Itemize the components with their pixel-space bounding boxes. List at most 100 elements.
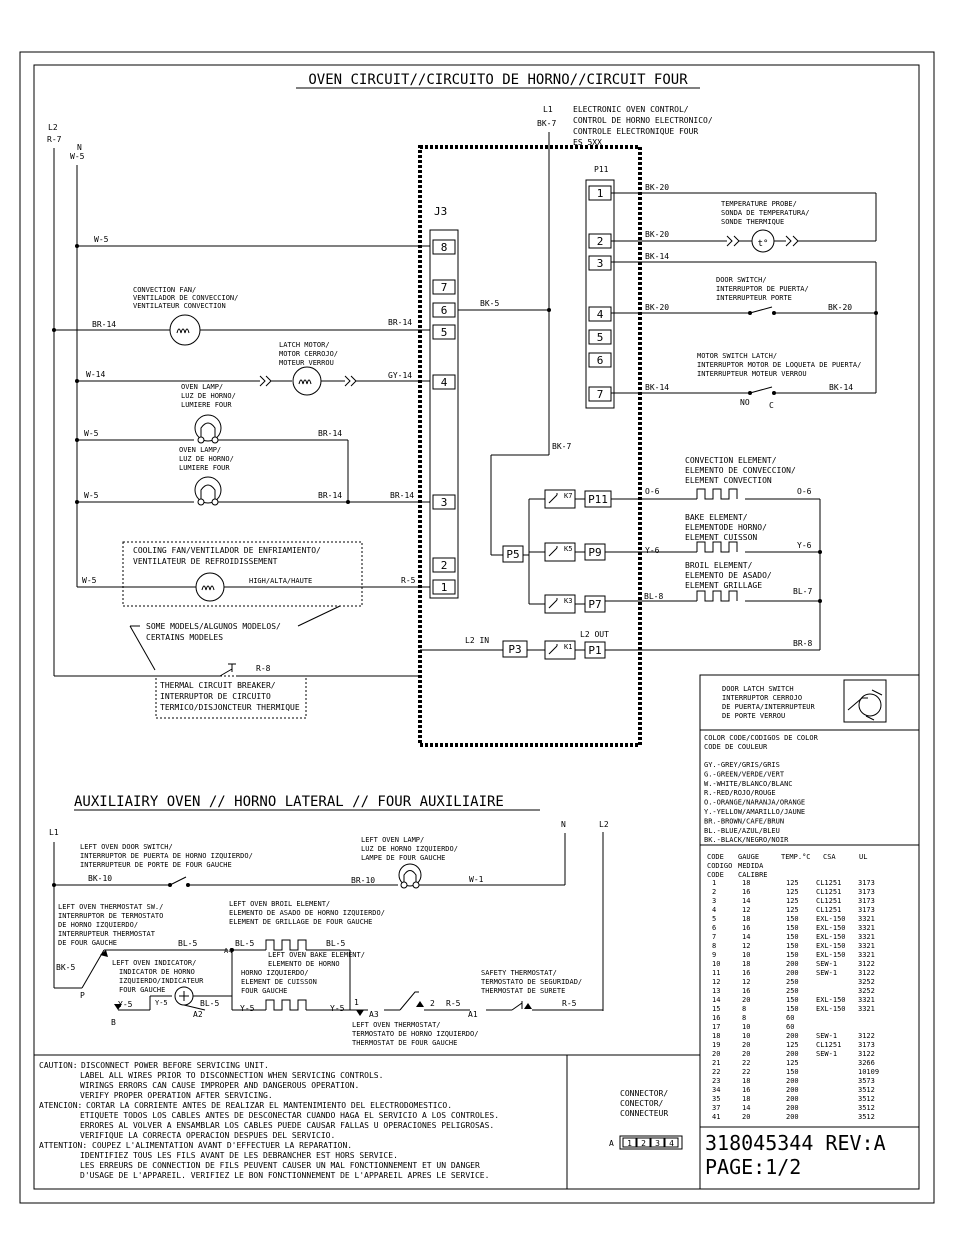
wire-label-bk20-b: BK-20 [645, 230, 669, 239]
gauge-cell: 200 [786, 1095, 799, 1103]
wire-label-bk14-a: BK-14 [645, 252, 669, 261]
gauge-cell: 3512 [858, 1113, 875, 1121]
gauge-cell: 200 [786, 1077, 799, 1085]
aux-wire-w1: W-1 [469, 875, 484, 884]
bake-element-label-1: BAKE ELEMENT/ [685, 513, 748, 522]
caution-line: LES ERREURS DE CONNECTION DE FILS PEUVEN… [80, 1161, 480, 1170]
oven-lamp-1-label-1: OVEN LAMP/ [181, 383, 223, 391]
gauge-cell: 18 [742, 1077, 750, 1085]
aux-thermostat-label-3: THERMOSTAT DE FOUR GAUCHE [352, 1039, 457, 1047]
svg-text:3: 3 [655, 1139, 660, 1148]
gauge-cell: 6 [712, 924, 716, 932]
gauge-cell: 3173 [858, 906, 875, 914]
svg-text:6: 6 [597, 354, 604, 367]
gauge-cell: 3321 [858, 924, 875, 932]
gauge-header-code-fr: CODE [707, 871, 724, 879]
caution-line: WIRINGS ERRORS CAN CAUSE IMPROPER AND DA… [80, 1081, 359, 1090]
gauge-cell: 125 [786, 1041, 799, 1049]
gauge-cell: EXL-150 [816, 915, 846, 923]
svg-text:1: 1 [597, 187, 604, 200]
wire-label-bk7-board: BK-7 [552, 442, 571, 451]
gauge-cell: 16 [742, 969, 750, 977]
svg-text:P9: P9 [588, 546, 601, 559]
gauge-cell: 3173 [858, 888, 875, 896]
svg-text:4: 4 [597, 308, 604, 321]
j3-pin-1: 1 [432, 579, 456, 595]
gauge-cell: 8 [742, 1005, 746, 1013]
conv-element-label-3: ELEMENT CONVECTION [685, 476, 772, 485]
gauge-cell: 20 [712, 1050, 720, 1058]
conv-element-label-1: CONVECTION ELEMENT/ [685, 456, 777, 465]
gauge-cell: 250 [786, 987, 799, 995]
wire-label-bk20-d: BK-20 [828, 303, 852, 312]
gauge-header-codigo: CODIGO [707, 862, 732, 870]
wire-label-br8: BR-8 [793, 639, 812, 648]
gauge-cell: 3266 [858, 1059, 875, 1067]
connector-label-2: CONECTOR/ [620, 1099, 664, 1108]
gauge-cell: 16 [742, 888, 750, 896]
color-code-item: W.-WHITE/BLANCO/BLANC [704, 780, 793, 788]
left-oven-door-switch-icon [169, 876, 187, 886]
gauge-cell: 3252 [858, 978, 875, 986]
aux-thermo-sw-label-3: DE HORNO IZQUIERDO/ [58, 921, 138, 929]
gauge-cell: 3 [712, 897, 716, 905]
gauge-cell: 8 [742, 1014, 746, 1022]
svg-text:8: 8 [441, 241, 448, 254]
relay-p11: P11 [584, 490, 612, 508]
aux-lamp-label-1: LEFT OVEN LAMP/ [361, 836, 424, 844]
wire-label-w5-d: W-5 [82, 576, 97, 585]
gauge-cell: 5 [712, 915, 716, 923]
svg-text:6: 6 [441, 304, 448, 317]
gauge-cell: 150 [786, 1068, 799, 1076]
oven-lamp-1-label-2: LUZ DE HORNO/ [181, 392, 236, 400]
broil-element-label-1: BROIL ELEMENT/ [685, 561, 753, 570]
j3-pin-4: 4 [432, 374, 456, 390]
aux-indicator-label-1: LEFT OVEN INDICATOR/ [112, 959, 196, 967]
aux-lamp-label-3: LAMPE DE FOUR GAUCHE [361, 854, 445, 862]
gauge-cell: 3321 [858, 996, 875, 1004]
switch-no-label: NO [740, 398, 750, 407]
gauge-cell: SEW-1 [816, 969, 837, 977]
motor-switch-label-2: INTERRUPTOR MOTOR DE LOQUETA DE PUERTA/ [697, 361, 861, 369]
gauge-header-medida: MEDIDA [738, 862, 764, 870]
gauge-cell: 15 [712, 1005, 720, 1013]
aux-door-switch-label-1: LEFT OVEN DOOR SWITCH/ [80, 843, 173, 851]
gauge-cell: 3252 [858, 987, 875, 995]
aux-wire-bk5: BK-5 [56, 963, 75, 972]
l2-out-label: L2 OUT [580, 630, 609, 639]
gauge-cell: CL1251 [816, 1041, 841, 1049]
gauge-cell: 200 [786, 1113, 799, 1121]
gauge-cell: SEW-1 [816, 1050, 837, 1058]
aux-wire-r5-b: R-5 [562, 999, 577, 1008]
gauge-cell: 16 [742, 987, 750, 995]
p11-connector [585, 179, 615, 409]
aux-oven-title: AUXILIAIRY OVEN // HORNO LATERAL // FOUR… [74, 794, 504, 810]
gauge-cell: SEW-1 [816, 960, 837, 968]
left-oven-broil-element-icon [265, 939, 307, 951]
j3-pin-7: 7 [432, 279, 456, 295]
aux-n-label: N [561, 820, 566, 829]
part-number: 318045344 REV:A [705, 1131, 886, 1155]
j3-pin-6: 6 [432, 302, 456, 318]
color-code-title-2: CODE DE COULEUR [704, 743, 768, 751]
aux-safety-label-2: TERMOSTATO DE SEGURIDAD/ [481, 978, 582, 986]
relay-p3: P3 [502, 640, 528, 658]
gauge-header-temp: TEMP.°C [781, 853, 811, 861]
aux-wire-y5-c: Y-5 [240, 1004, 255, 1013]
gauge-cell: 200 [786, 1032, 799, 1040]
gauge-cell: 150 [786, 1005, 799, 1013]
broil-element-label-2: ELEMENTO DE ASADO/ [685, 571, 772, 580]
aux-indicator-label-2: INDICATOR DE HORNO [119, 968, 195, 976]
oven-lamp-1-label-3: LUMIERE FOUR [181, 401, 232, 409]
wire-label-bk20-c: BK-20 [645, 303, 669, 312]
color-code-item: R.-RED/ROJO/ROUGE [704, 789, 776, 797]
gauge-cell: 22 [742, 1059, 750, 1067]
gauge-cell: 18 [742, 960, 750, 968]
caution-line: COUPEZ L'ALIMENTATION AVANT D'EFFECTUER … [92, 1141, 352, 1150]
caution-line: VERIFY PROPER OPERATION AFTER SERVICING. [80, 1091, 273, 1100]
relay-k7-label: K7 [564, 492, 572, 500]
aux-b-label: B [111, 1018, 116, 1027]
gauge-cell: 22 [742, 1068, 750, 1076]
gauge-cell: 3173 [858, 1041, 875, 1049]
wire-label-bl8: BL-8 [644, 592, 663, 601]
